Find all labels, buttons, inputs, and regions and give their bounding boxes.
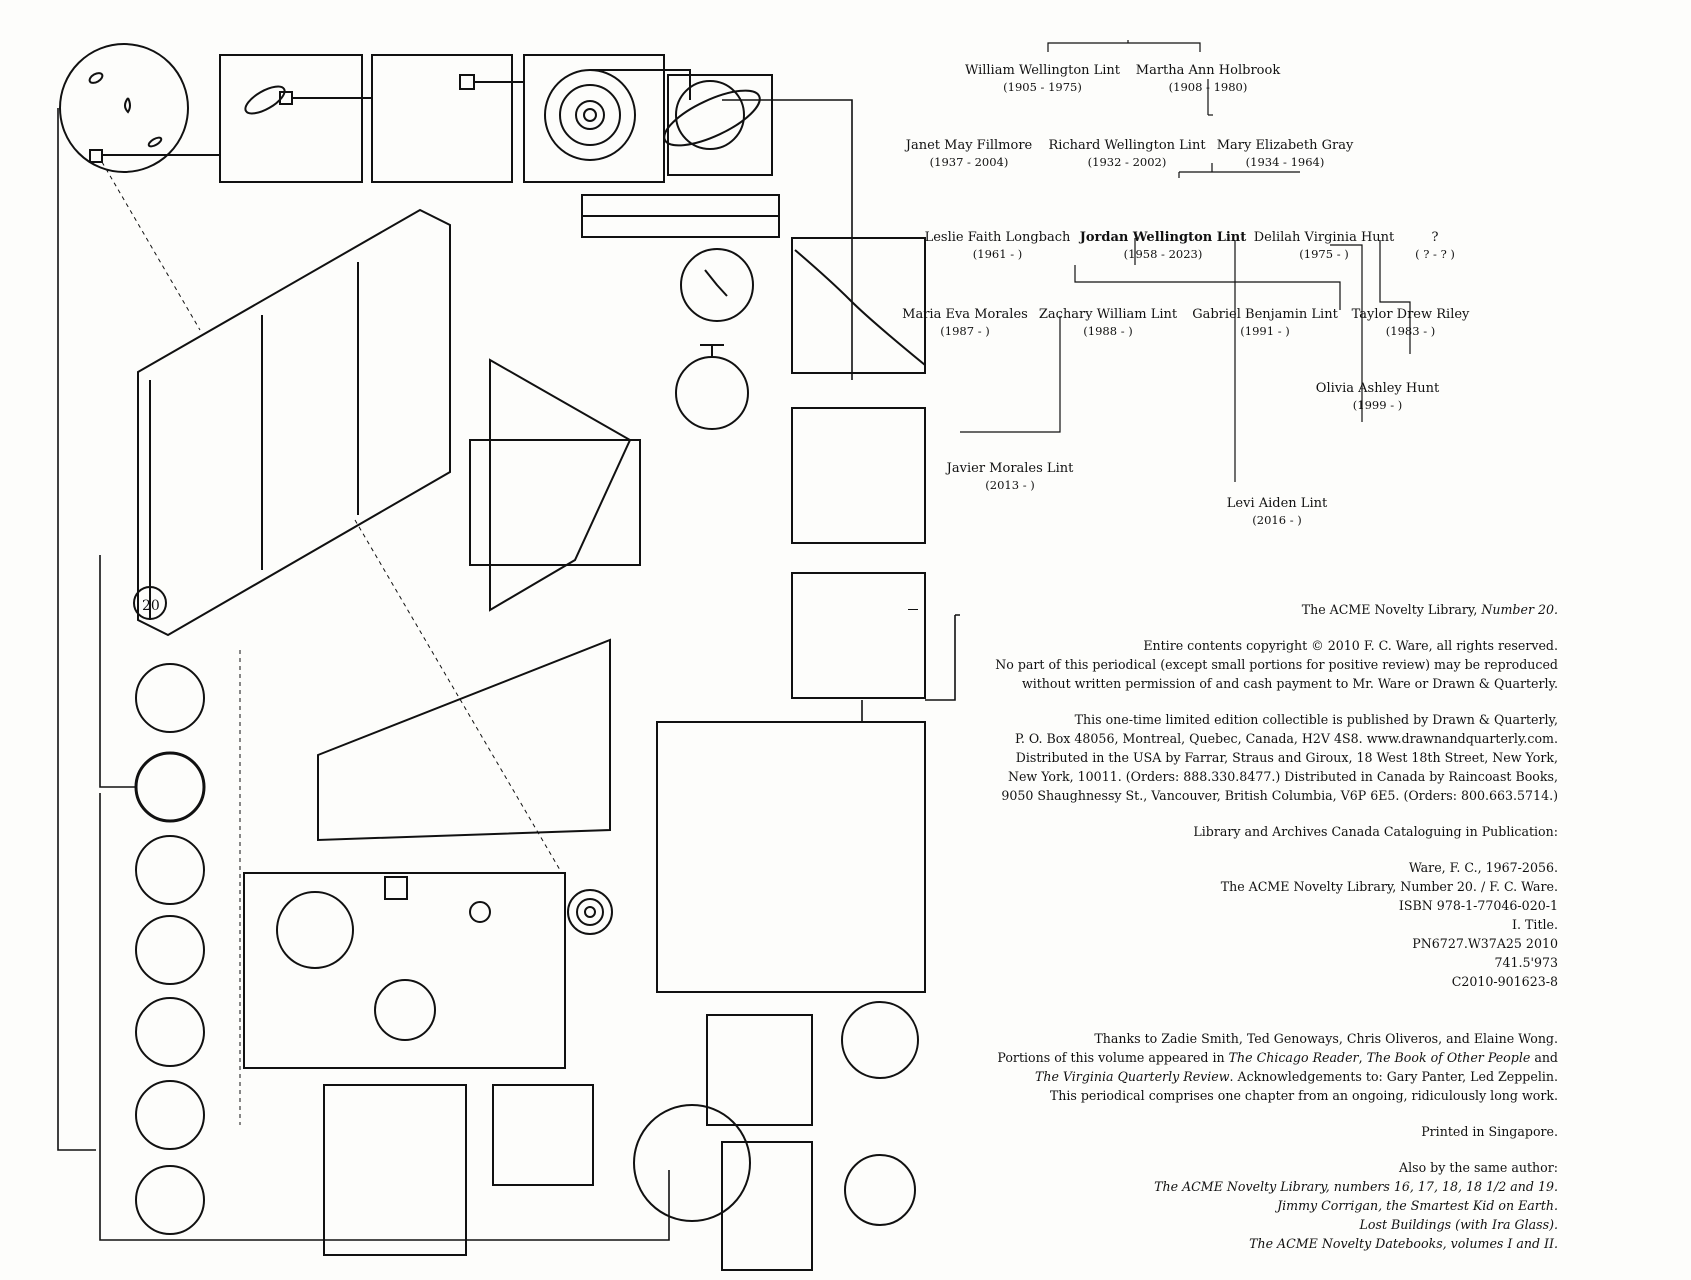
- person-zachary: Zachary William Lint (1988 - ): [1038, 307, 1178, 338]
- person-leslie: Leslie Faith Longbach (1961 - ): [924, 230, 1071, 261]
- street-map: [791, 572, 926, 699]
- also-by-block: Also by the same author: The ACME Novelt…: [1154, 1160, 1558, 1251]
- thanks-block: Thanks to Zadie Smith, Ted Genoways, Chr…: [997, 1031, 1558, 1103]
- family-tree-lines: [960, 40, 1411, 482]
- clock-circle: [680, 248, 754, 322]
- person-maria: Maria Eva Morales (1987 - ): [902, 307, 1028, 338]
- face-6: [135, 1080, 205, 1150]
- stopwatch-circle: [675, 356, 749, 430]
- face-3: [135, 835, 205, 905]
- sky-circle: [59, 43, 189, 173]
- book-spine-number: 20: [142, 598, 160, 614]
- stars-box: [371, 54, 513, 183]
- colophon: The ACME Novelty Library, Number 20. Ent…: [908, 600, 1558, 1270]
- isometric-diagram: 20: [57, 43, 960, 1271]
- family-tree: William Wellington Lint (1905 - 1975) Ma…: [902, 40, 1580, 560]
- person-william: William Wellington Lint (1905 - 1975): [964, 63, 1121, 94]
- series-line: The ACME Novelty Library, Number 20.: [908, 600, 1558, 619]
- house-box: [656, 721, 926, 993]
- galaxy-box: [219, 54, 363, 183]
- face-5: [135, 997, 205, 1067]
- face-7: [135, 1165, 205, 1235]
- person-martha: Martha Ann Holbrook (1908 - 1980): [1135, 63, 1281, 94]
- cataloguing-block: Ware, F. C., 1967-2056. The ACME Novelty…: [1220, 860, 1558, 989]
- big-book: [137, 208, 451, 637]
- open-book: [469, 439, 641, 566]
- person-javier: Javier Morales Lint (2013 - ): [946, 461, 1074, 492]
- person-taylor: Taylor Drew Riley (1983 - ): [1351, 307, 1470, 338]
- solar-system-box: [523, 54, 665, 183]
- printed-line: Printed in Singapore.: [1421, 1124, 1558, 1139]
- cataloguing-heading: Library and Archives Canada Cataloguing …: [1193, 824, 1558, 839]
- person-jordan: Jordan Wellington Lint (1958 - 2023): [1079, 230, 1247, 261]
- trajectory-box-1: [323, 1084, 467, 1256]
- publisher-block: This one-time limited edition collectibl…: [1001, 712, 1558, 803]
- city-grid-map: [791, 407, 926, 544]
- face-1: [135, 663, 205, 733]
- earth-box: [667, 74, 773, 176]
- laboratory-box: [243, 872, 566, 1069]
- face-2: [134, 751, 206, 823]
- face-4: [135, 915, 205, 985]
- person-unknown: ? ( ? - ? ): [1415, 230, 1455, 261]
- person-richard: Richard Wellington Lint (1932 - 2002): [1048, 138, 1206, 169]
- orbit-box: [721, 1141, 813, 1271]
- person-levi: Levi Aiden Lint (2016 - ): [1226, 496, 1328, 527]
- trajectory-box-2: [492, 1084, 594, 1186]
- mailbox-box: [706, 1014, 813, 1126]
- copyright-block: Entire contents copyright © 2010 F. C. W…: [995, 638, 1558, 691]
- person-gabriel: Gabriel Benjamin Lint (1991 - ): [1192, 307, 1338, 338]
- person-olivia: Olivia Ashley Hunt (1999 - ): [1315, 381, 1440, 412]
- person-janet: Janet May Fillmore (1937 - 2004): [905, 138, 1033, 169]
- book-shelf: [317, 638, 611, 842]
- coastline-map: [791, 237, 926, 374]
- person-mary: Mary Elizabeth Gray (1934 - 1964): [1216, 138, 1354, 169]
- person-delilah: Delilah Virginia Hunt (1975 - ): [1253, 230, 1395, 261]
